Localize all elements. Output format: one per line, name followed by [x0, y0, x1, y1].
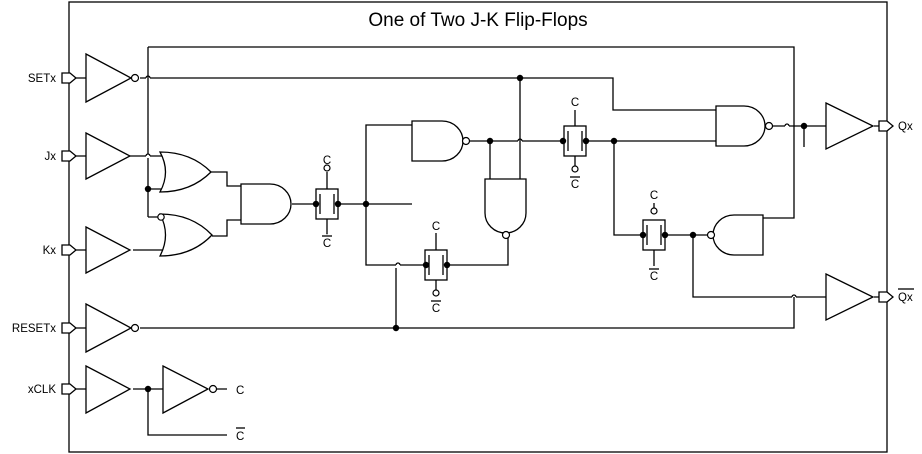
- diagram-title: One of Two J-K Flip-Flops: [368, 10, 587, 31]
- input-and-gate: [240, 183, 292, 225]
- set-buffer: [85, 52, 140, 104]
- qbar-output-buffer: [825, 272, 875, 322]
- or-gate-k: [157, 213, 213, 257]
- transmission-gate-4: [642, 203, 666, 266]
- pin-label-q: Qx: [898, 121, 913, 133]
- clock-buffer-2: [162, 364, 218, 415]
- chip-outline: [68, 1, 888, 453]
- transmission-gate-3: [563, 110, 587, 173]
- j-buffer: [85, 131, 132, 181]
- pin-label-set: SETx: [28, 73, 56, 85]
- tg3-c-label: C: [571, 97, 579, 109]
- master-nand-gate: [411, 120, 471, 162]
- or-gate-j: [158, 151, 212, 193]
- pin-label-clk: xCLK: [28, 384, 56, 396]
- tg1-cbar-label: C: [323, 238, 331, 250]
- slave-and-gate-bottom: [706, 214, 764, 256]
- pin-label-k: Kx: [43, 245, 57, 257]
- pin-label-reset: RESETx: [12, 323, 56, 335]
- pin-label-j: Jx: [45, 151, 57, 163]
- junction-dots: [144, 74, 808, 393]
- tg2-cbar-label: C: [432, 303, 440, 315]
- slave-and-gate-top: [715, 105, 774, 147]
- reset-buffer: [85, 302, 140, 354]
- transmission-gate-1: [315, 164, 339, 235]
- pin-label-qbar: Qx: [898, 292, 913, 304]
- clock-buffer-1: [85, 364, 132, 415]
- tg4-cbar-label: C: [650, 271, 658, 283]
- tg3-cbar-label: C: [571, 179, 579, 191]
- clock-out-c: C: [236, 385, 244, 397]
- q-output-buffer: [825, 101, 875, 151]
- tg4-c-label: C: [650, 190, 658, 202]
- tg2-c-label: C: [432, 221, 440, 233]
- clock-out-cbar: C: [236, 431, 244, 443]
- pin-markers: [61, 72, 895, 395]
- k-buffer: [85, 225, 132, 275]
- master-feedback-nand-gate: [484, 178, 527, 240]
- tg1-c-label: C: [323, 155, 331, 167]
- wires: [76, 46, 889, 436]
